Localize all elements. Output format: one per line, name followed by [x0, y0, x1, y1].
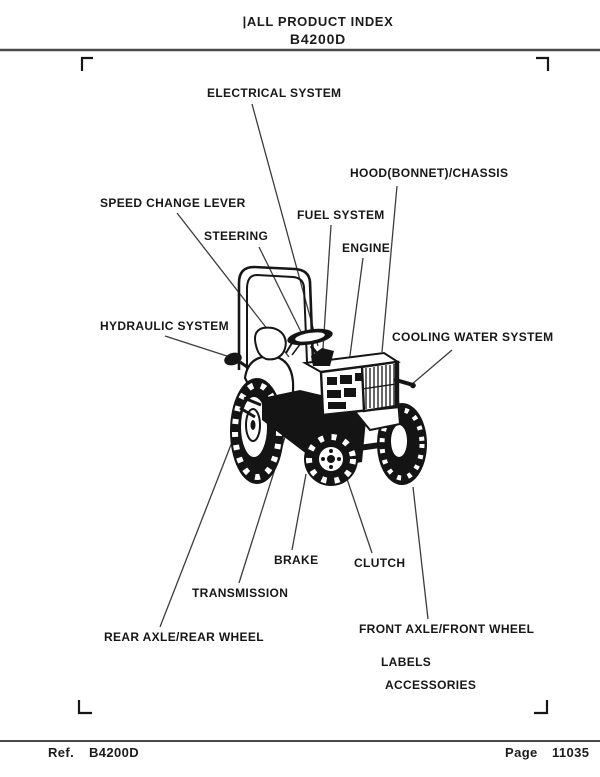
leader-engine — [348, 257, 364, 364]
steering-wheel — [287, 328, 333, 346]
page-label: Page — [505, 745, 538, 760]
leader-brake — [291, 473, 307, 551]
callout-hydraulic-system: HYDRAULIC SYSTEM — [100, 319, 229, 333]
tractor-illustration — [224, 265, 427, 486]
leader-front-axle-front-wheel — [412, 486, 429, 620]
crop-mark-top-right — [536, 56, 550, 71]
rear-wheel — [230, 378, 284, 484]
ref-value: B4200D — [89, 745, 140, 760]
leader-fuel-system — [322, 224, 332, 350]
callout-engine: ENGINE — [342, 241, 391, 255]
page-header: |ALL PRODUCT INDEX B4200D — [168, 14, 468, 47]
seat — [254, 326, 287, 361]
muffler — [224, 352, 242, 366]
leader-lines — [159, 103, 453, 628]
front-bumper-rod — [394, 378, 415, 387]
callout-rear-axle-rear-wheel: REAR AXLE/REAR WHEEL — [104, 630, 264, 644]
leader-steering — [258, 246, 304, 337]
crop-mark-top-left — [80, 56, 93, 71]
front-wheel-near — [304, 432, 358, 486]
leader-electrical-system — [251, 103, 319, 347]
callout-clutch: CLUTCH — [354, 556, 406, 570]
page-number: 11035 — [552, 745, 590, 760]
callout-electrical-system: ELECTRICAL SYSTEM — [207, 86, 342, 100]
ref-label: Ref. — [48, 745, 75, 760]
leader-rear-axle-rear-wheel — [159, 436, 235, 628]
callout-front-axle-front-wheel: FRONT AXLE/FRONT WHEEL — [359, 622, 535, 636]
callout-fuel-system: FUEL SYSTEM — [297, 208, 385, 222]
callout-brake: BRAKE — [274, 553, 319, 567]
leader-hydraulic-system — [164, 335, 231, 358]
callout-steering: STEERING — [204, 229, 269, 243]
page-title: |ALL PRODUCT INDEX — [242, 14, 394, 29]
leader-cooling-water-system — [410, 349, 453, 386]
callout-hood-bonnet-chassis: HOOD(BONNET)/CHASSIS — [350, 166, 509, 180]
leader-hood-bonnet-chassis — [381, 185, 398, 353]
callout-cooling-water-system: COOLING WATER SYSTEM — [392, 330, 554, 344]
crop-mark-bottom-right — [534, 700, 549, 715]
callout-labels: LABELS — [381, 655, 432, 669]
callout-accessories: ACCESSORIES — [385, 678, 477, 692]
leader-clutch — [342, 466, 373, 554]
callout-transmission: TRANSMISSION — [192, 586, 289, 600]
callout-speed-change-lever: SPEED CHANGE LEVER — [100, 196, 246, 210]
model-number: B4200D — [289, 31, 347, 47]
crop-mark-bottom-left — [77, 700, 92, 715]
engine-hood — [301, 351, 401, 417]
